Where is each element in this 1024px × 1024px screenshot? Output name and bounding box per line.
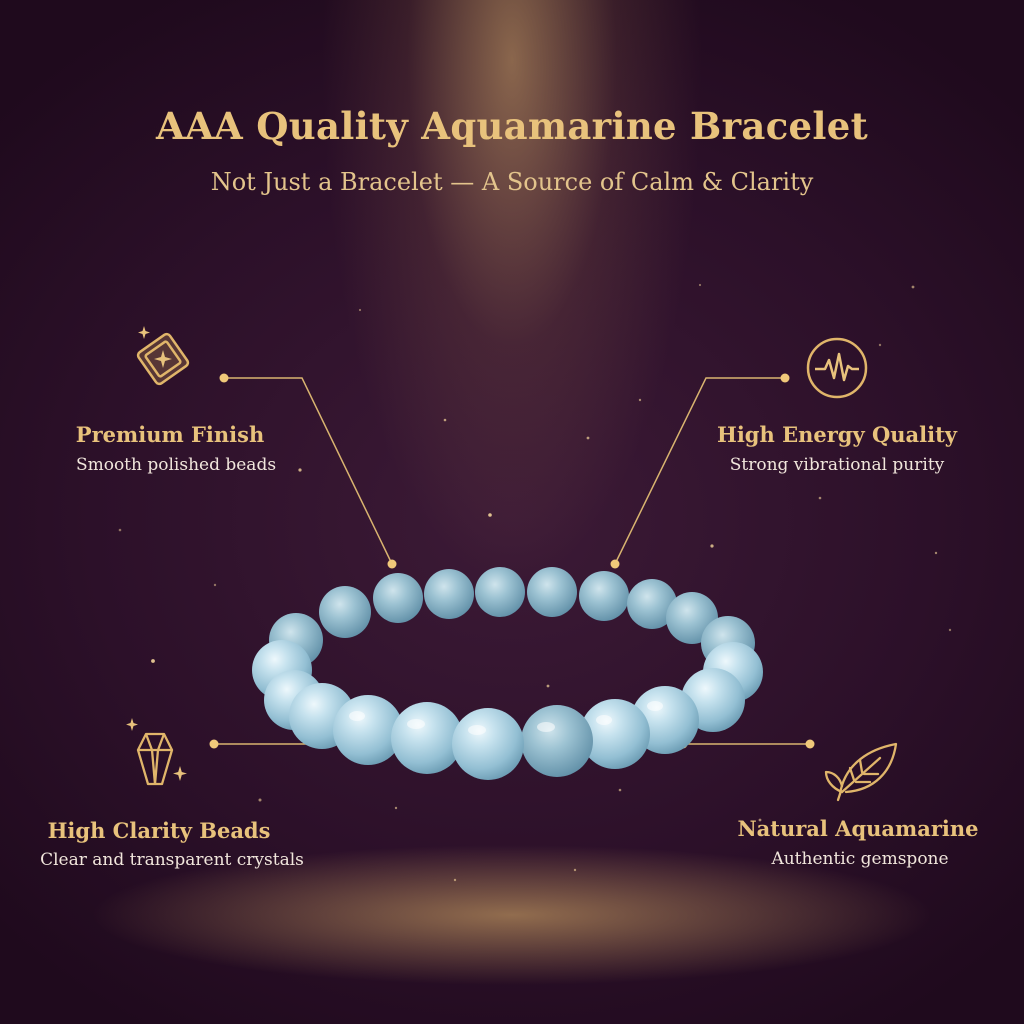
- feature-title-premium-finish: Premium Finish: [75, 422, 265, 447]
- feature-desc-natural: Authentic gemspone: [771, 849, 949, 869]
- pulse-wave-icon: [806, 337, 868, 399]
- page-subtitle: Not Just a Bracelet — A Source of Calm &…: [210, 168, 814, 196]
- page-title: AAA Quality Aquamarine Bracelet: [156, 104, 868, 148]
- callout-line-premium-finish: [224, 377, 393, 565]
- feature-desc-premium-finish: Smooth polished beads: [75, 455, 277, 475]
- leaf-icon: [824, 742, 898, 802]
- feature-title-natural: Natural Aquamarine: [737, 816, 979, 841]
- callout-line-high-energy: [614, 377, 785, 565]
- ticket-sparkle-icon: [136, 326, 190, 386]
- feature-desc-high-energy: Strong vibrational purity: [729, 455, 945, 475]
- feature-desc-high-clarity: Clear and transparent crystals: [40, 850, 304, 870]
- feature-title-high-energy: High Energy Quality: [716, 422, 958, 447]
- feature-title-high-clarity: High Clarity Beads: [47, 818, 271, 843]
- crystal-icon: [126, 718, 187, 786]
- bracelet-back-row: [269, 567, 755, 670]
- bracelet-front-row: [252, 640, 763, 780]
